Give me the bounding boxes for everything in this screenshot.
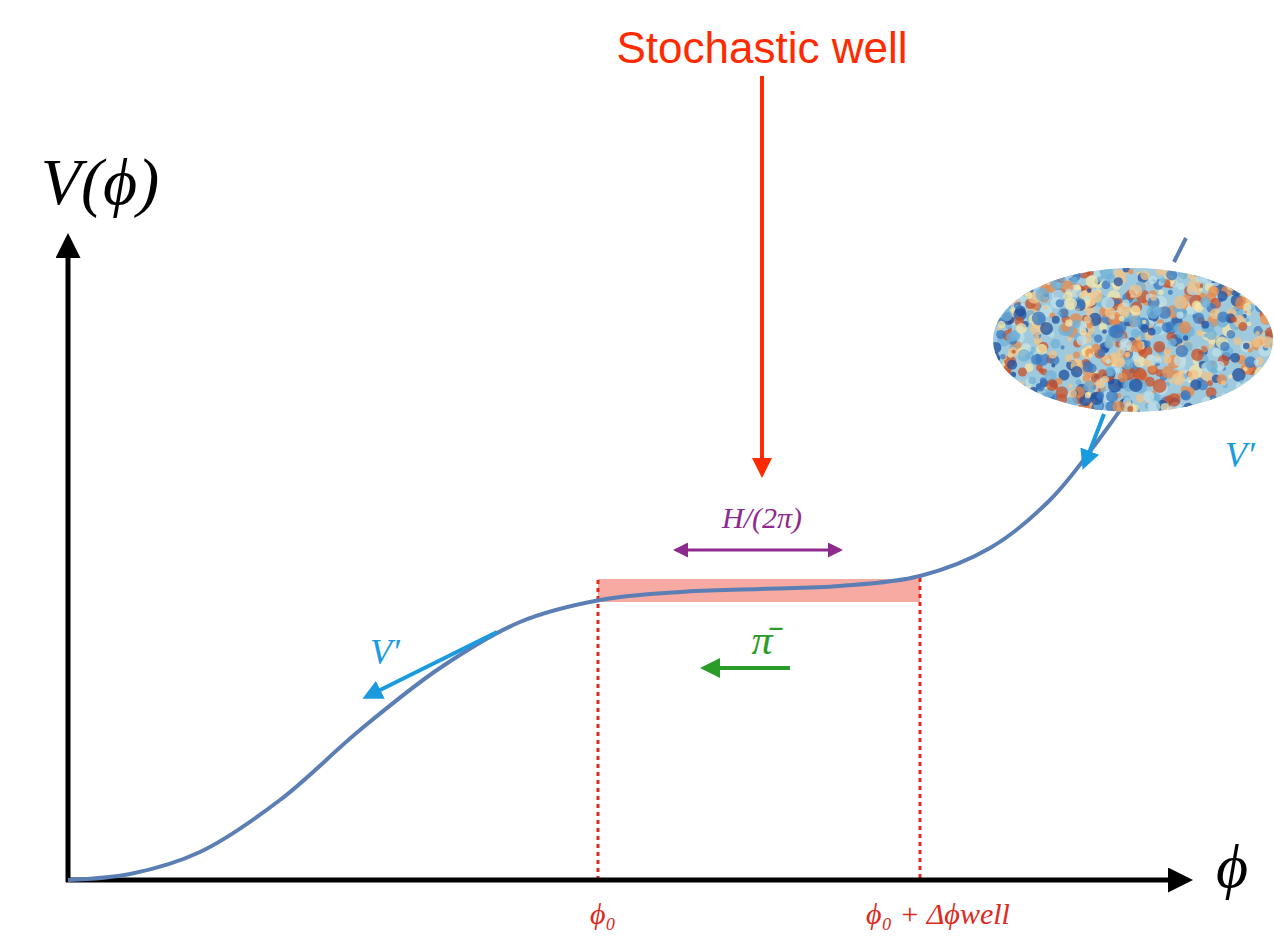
callout-title: Stochastic well xyxy=(616,26,907,70)
y-axis xyxy=(66,238,71,882)
gradient-arrow xyxy=(366,632,497,697)
gradient-label: V′ xyxy=(1225,437,1255,473)
well-boundary xyxy=(919,578,922,880)
pointer-arrow xyxy=(760,76,764,474)
gradient-arrow xyxy=(1084,414,1104,466)
gradient-label: V′ xyxy=(370,634,400,670)
tick-label: ϕ₀ + Δϕwell xyxy=(866,899,1010,929)
potential-curve xyxy=(1174,238,1186,262)
x-axis xyxy=(66,878,1188,883)
axis-label: ϕ xyxy=(1216,835,1248,897)
width-label: H/(2π) xyxy=(722,503,802,533)
well-boundary xyxy=(597,580,600,880)
width-arrow xyxy=(676,549,840,552)
momentum-label: π̄ xyxy=(751,619,772,661)
momentum-arrow xyxy=(704,666,790,670)
tick-label: ϕ₀ xyxy=(590,899,616,929)
axis-label: V(ϕ) xyxy=(41,149,159,215)
cmb-map xyxy=(987,262,1274,419)
